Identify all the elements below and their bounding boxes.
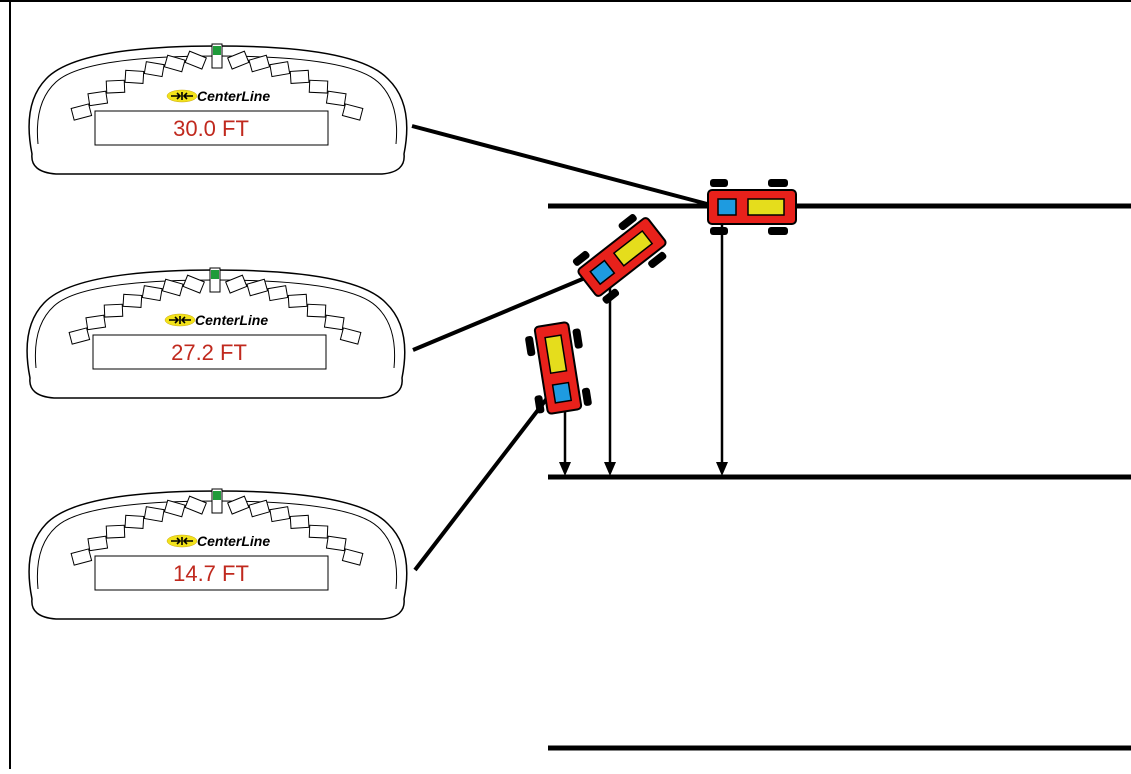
connector-line-3 — [413, 382, 560, 572]
guidance-led — [289, 69, 310, 84]
centerline-arrows-icon — [166, 534, 198, 548]
guidance-led-light — [213, 46, 221, 55]
connector-line-2 — [412, 268, 605, 352]
guidance-led — [248, 499, 271, 518]
guidance-led — [124, 514, 145, 529]
distance-arrow-1-head — [716, 462, 728, 476]
readout-box — [92, 334, 327, 370]
guidance-led — [306, 303, 327, 318]
distance-readout: 27.2 FT — [171, 340, 247, 365]
brand-label: CenterLine — [197, 88, 270, 104]
guidance-led — [325, 90, 347, 107]
guidance-led — [269, 506, 291, 523]
guidance-led — [339, 327, 362, 345]
guidance-led — [225, 274, 248, 294]
guidance-led — [308, 524, 329, 539]
guidance-led — [163, 499, 186, 518]
tractor-icon — [522, 319, 594, 417]
guidance-led-active — [209, 267, 221, 293]
guidance-led — [227, 50, 250, 70]
guidance-led — [143, 506, 165, 523]
tractor-icon — [569, 206, 675, 308]
guidance-led — [87, 535, 109, 552]
guidance-led — [227, 495, 250, 515]
distance-arrow-3-head — [559, 462, 571, 476]
guidance-led — [287, 293, 308, 308]
distance-arrows — [559, 212, 728, 476]
guidance-led — [184, 495, 207, 515]
guidance-led — [141, 285, 163, 302]
guidance-led — [163, 54, 186, 73]
guidance-led — [143, 61, 165, 78]
readout-box — [94, 110, 329, 146]
connector-lines — [411, 124, 731, 572]
distance-readout: 14.7 FT — [173, 561, 249, 586]
distance-readout: 30.0 FT — [173, 116, 249, 141]
guidance-led — [267, 285, 289, 302]
centerline-display: CenterLine 30.0 FT — [28, 43, 408, 175]
guidance-led — [289, 514, 310, 529]
guidance-led — [103, 303, 124, 318]
readout-box — [94, 555, 329, 591]
centerline-display: CenterLine 27.2 FT — [26, 267, 406, 399]
guidance-led-light — [211, 270, 219, 279]
guidance-led — [87, 90, 109, 107]
guidance-led — [70, 548, 93, 566]
guidance-led — [323, 314, 345, 331]
guidance-led — [246, 278, 269, 297]
guidance-led — [248, 54, 271, 73]
guidance-led-active — [211, 43, 223, 69]
distance-arrow-2-head — [604, 462, 616, 476]
brand-label: CenterLine — [195, 312, 268, 328]
centerline-arrows-icon — [164, 313, 196, 327]
guidance-led — [105, 524, 126, 539]
guidance-led — [341, 548, 364, 566]
guidance-led — [122, 293, 143, 308]
guidance-led — [124, 69, 145, 84]
centerline-arrows-icon — [166, 89, 198, 103]
guidance-led-light — [213, 491, 221, 500]
guidance-led — [85, 314, 107, 331]
guidance-led — [161, 278, 184, 297]
guidance-led — [68, 327, 91, 345]
guidance-led — [308, 79, 329, 94]
guidance-led — [105, 79, 126, 94]
guidance-led-active — [211, 488, 223, 514]
guidance-led — [184, 50, 207, 70]
guidance-led — [269, 61, 291, 78]
connector-line-1 — [411, 124, 731, 212]
guidance-led — [341, 103, 364, 121]
guidance-led — [70, 103, 93, 121]
brand-label: CenterLine — [197, 533, 270, 549]
guidance-led — [182, 274, 205, 294]
centerline-display: CenterLine 14.7 FT — [28, 488, 408, 620]
guidance-led — [325, 535, 347, 552]
